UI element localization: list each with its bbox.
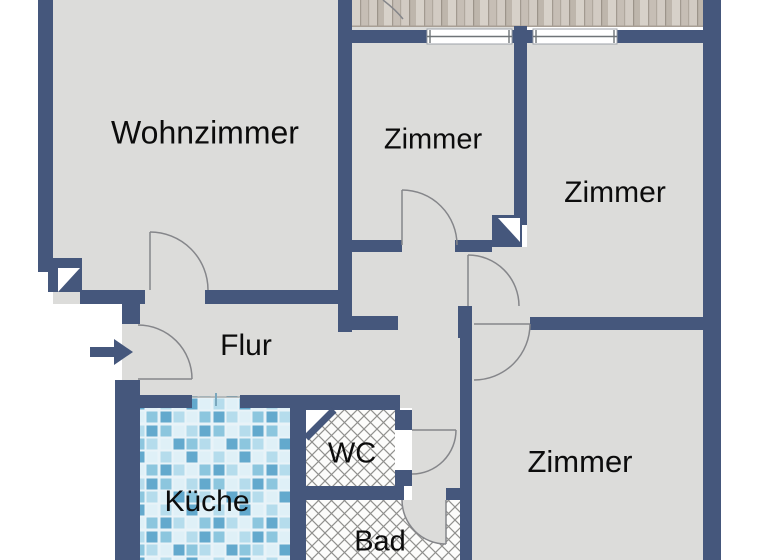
wall-wc-east-stub <box>395 470 412 486</box>
wall-wohnzimmer-bottom-left <box>80 290 145 304</box>
floor-areas <box>53 0 705 560</box>
shaft-corner-triangle <box>498 218 520 242</box>
room-label-kueche: Küche <box>164 485 250 518</box>
wall-kueche-top-a <box>140 395 192 408</box>
floor-zimmer-bottom-right <box>460 330 705 560</box>
floor-flur <box>122 304 460 408</box>
door-entrance <box>137 324 193 380</box>
wall-corridor-cap <box>446 488 465 500</box>
floor-wohnzimmer <box>53 0 338 304</box>
wall-wohnzimmer-bottom-right <box>205 290 352 304</box>
windows <box>426 28 618 45</box>
wall-zimmer-mid-right <box>514 26 527 225</box>
room-label-zimmer-top-right: Zimmer <box>564 176 666 209</box>
room-label-wohnzimmer: Wohnzimmer <box>111 114 299 151</box>
wall-top-a <box>348 30 427 43</box>
doors <box>137 0 531 545</box>
bad-door-swing-area <box>402 500 446 544</box>
wall-wc-top <box>306 395 400 410</box>
corner-chamfer-sw-triangle <box>58 268 80 292</box>
wall-vestibule-top-b <box>455 240 492 252</box>
wall-kueche-top-b <box>240 395 306 408</box>
wall-zimmer-bottom-left <box>460 330 472 560</box>
room-label-flur: Flur <box>220 329 272 362</box>
wall-top-b <box>617 30 703 43</box>
wall-kueche-wc-divider <box>290 395 306 560</box>
walls <box>38 0 721 560</box>
wall-entrance-top <box>122 304 140 324</box>
wall-vestibule-top-a <box>352 240 402 252</box>
wall-flur-step <box>352 316 398 330</box>
door-bad <box>401 499 447 545</box>
floor-zimmer-top-right <box>527 30 703 330</box>
wall-top-pier <box>512 30 533 43</box>
wall-central-column <box>338 0 352 332</box>
door-zimmer-top-right <box>467 254 520 307</box>
wall-wc-east-upper <box>395 410 412 430</box>
wall-zimmer-divider-east <box>530 317 705 330</box>
room-label-zimmer-top-middle: Zimmer <box>383 123 483 156</box>
window-2 <box>532 28 618 45</box>
wall-bad-top <box>306 486 404 500</box>
room-label-bad: Bad <box>354 525 406 558</box>
floor-door-opening-wohnzimmer <box>145 290 205 304</box>
room-label-zimmer-bottom-right: Zimmer <box>527 444 633 479</box>
floor-door-opening-zimmer-mid <box>402 240 455 252</box>
door-zimmer-bottom-right <box>473 323 531 381</box>
wc-corner-diagonal-wall <box>303 407 337 441</box>
door-balcony-arc <box>382 0 404 20</box>
window-1 <box>426 28 513 45</box>
wall-outer-left <box>38 0 53 272</box>
balcony-deck <box>348 0 703 27</box>
wall-outer-right <box>703 0 721 560</box>
entrance-arrow-icon <box>90 339 133 365</box>
door-zimmer-top-middle <box>401 189 458 246</box>
door-wc <box>411 429 457 475</box>
wall-kueche-west <box>115 380 140 560</box>
floor-zimmer-top-middle <box>352 26 514 252</box>
door-wohnzimmer <box>149 231 209 291</box>
kueche-tiles <box>140 408 290 560</box>
floor-vestibule <box>352 250 460 318</box>
room-label-wc: WC <box>327 437 377 470</box>
